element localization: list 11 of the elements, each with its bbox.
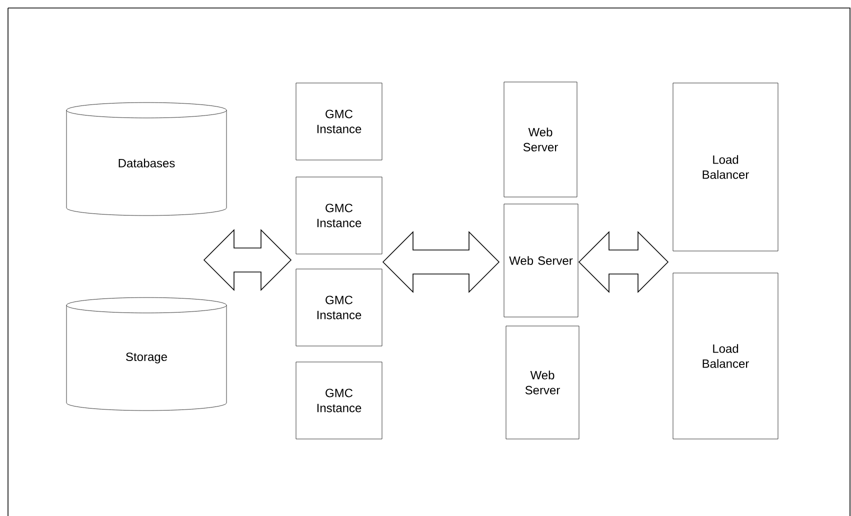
process-box: Load Balancer [672,272,778,440]
process-box: Load Balancer [672,82,778,252]
cylinder: Databases [66,102,227,216]
process-box: Web Server [504,82,578,198]
process-box: Web Server [506,326,580,440]
process-box: GMC Instance [296,268,382,346]
process-box: Web Server [504,204,578,318]
process-box: GMC Instance [296,362,382,440]
cylinder: Storage [66,297,227,411]
process-box: GMC Instance [296,176,382,254]
process-box: GMC Instance [296,82,382,160]
